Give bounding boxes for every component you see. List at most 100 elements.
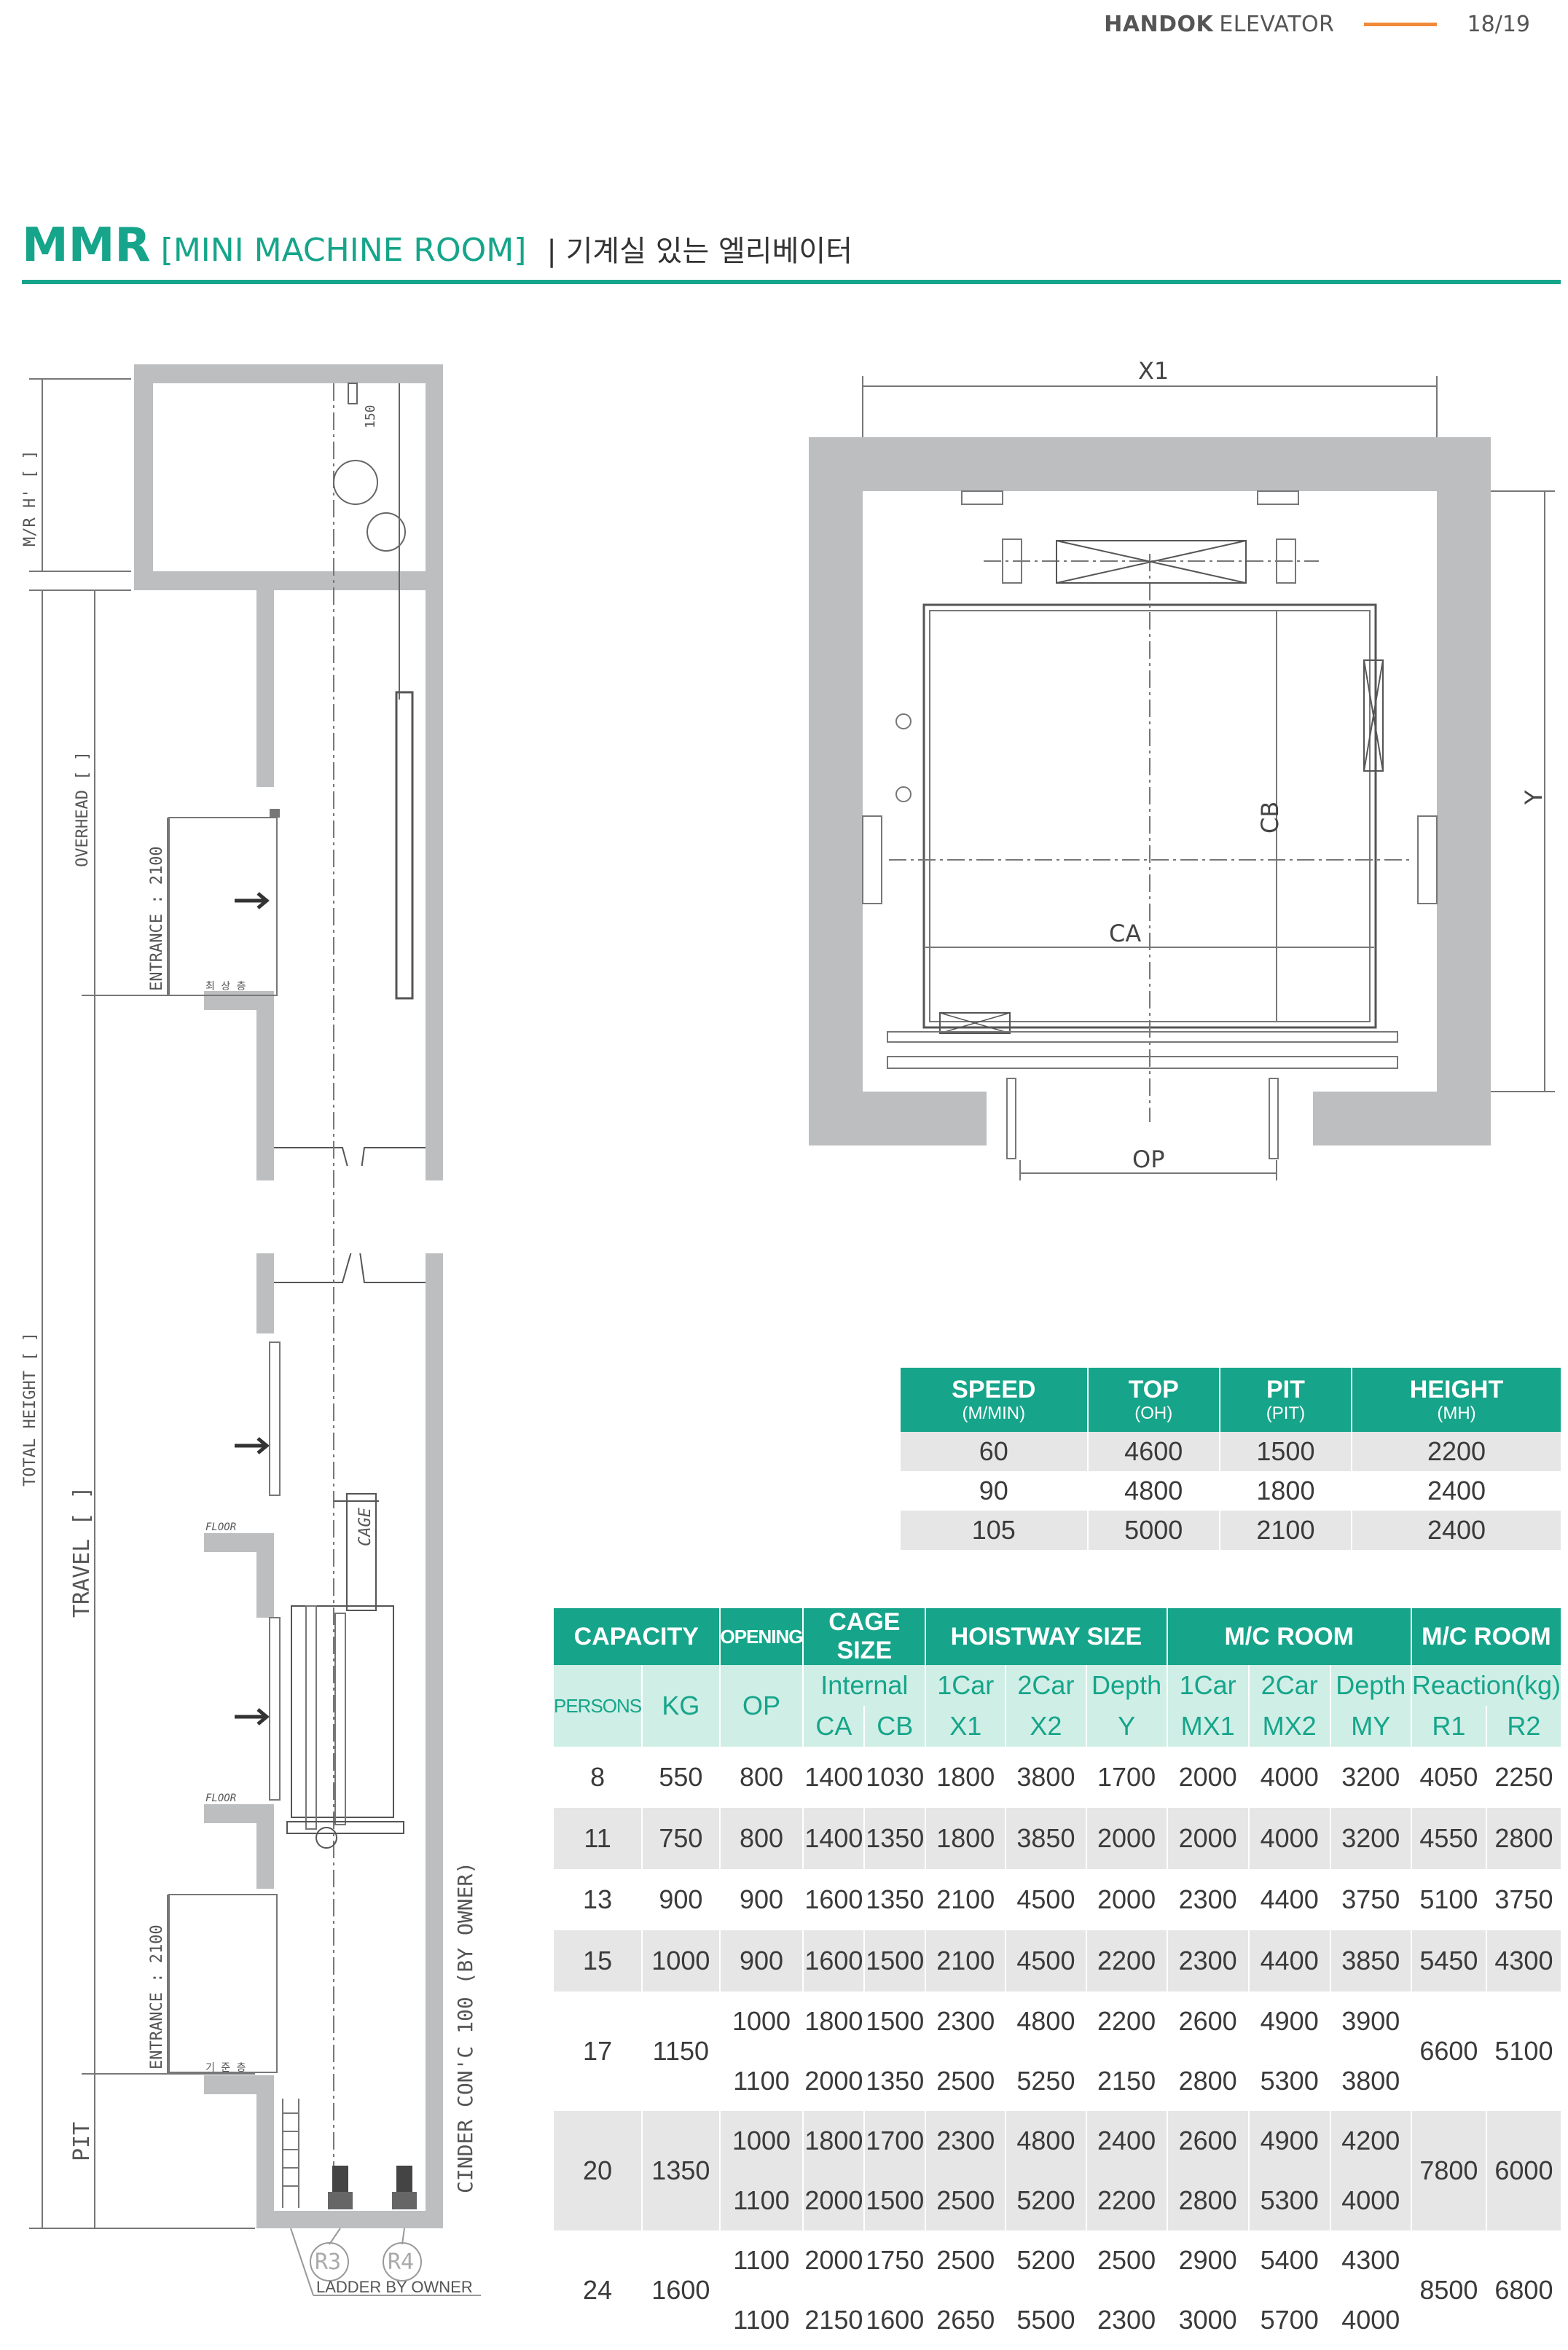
plan-drawing: X1 Y CB CA OP bbox=[809, 357, 1555, 1180]
table-cell: 4300 bbox=[1330, 2230, 1412, 2290]
opening-header: OPENING bbox=[719, 1608, 804, 1665]
section-drawing: M/R H' [ ] OVERHEAD [ ] TOTAL HEIGHT [ ]… bbox=[21, 364, 481, 2296]
table-cell: 1500 bbox=[864, 1930, 927, 1991]
table-cell: 1800 bbox=[925, 1747, 1007, 1808]
table-cell: 4500 bbox=[1006, 1930, 1087, 1991]
title-rule bbox=[22, 280, 1561, 284]
sub-header-my: MY bbox=[1330, 1706, 1412, 1747]
table-cell: 7800 bbox=[1411, 2111, 1487, 2230]
table-cell: 6600 bbox=[1411, 1991, 1487, 2111]
table-cell: 1750 bbox=[864, 2230, 927, 2290]
table-cell: 20 bbox=[554, 2111, 643, 2230]
table-cell: 5300 bbox=[1248, 2171, 1331, 2230]
table-cell: 3200 bbox=[1330, 1747, 1412, 1808]
table-cell: 2300 bbox=[1167, 1930, 1250, 1991]
table-cell: 1600 bbox=[642, 2230, 721, 2350]
table-cell: 1800 bbox=[803, 1991, 866, 2051]
table-cell: 4000 bbox=[1248, 1747, 1331, 1808]
table-cell: 1700 bbox=[864, 2111, 927, 2171]
table-cell: 2800 bbox=[1167, 2171, 1250, 2230]
table-cell: 5300 bbox=[1248, 2051, 1331, 2111]
title-main: MMR bbox=[22, 219, 151, 273]
table-cell: 2200 bbox=[1086, 2171, 1168, 2230]
base-floor-label: 기 준 층 bbox=[205, 2062, 246, 2074]
table-cell: 1350 bbox=[864, 1808, 927, 1869]
table-cell: 3000 bbox=[1167, 2290, 1250, 2350]
top-floor-label: 최 상 층 bbox=[205, 981, 246, 992]
y-label: Y bbox=[1520, 790, 1548, 805]
table-cell: 1350 bbox=[864, 2051, 927, 2111]
table-cell: 2300 bbox=[925, 2111, 1007, 2171]
total-height-label: TOTAL HEIGHT [ ] bbox=[21, 1332, 39, 1487]
sub-header-x2: X2 bbox=[1006, 1706, 1087, 1747]
table-cell: 4900 bbox=[1248, 2111, 1331, 2171]
table-cell: 1100 bbox=[719, 2230, 804, 2290]
table-cell: 2300 bbox=[925, 1991, 1007, 2051]
table-cell: 1400 bbox=[803, 1747, 866, 1808]
table-cell: 2900 bbox=[1167, 2230, 1250, 2290]
table-cell: 3900 bbox=[1330, 1991, 1412, 2051]
table-cell: 1000 bbox=[719, 2111, 804, 2171]
table-cell: 4200 bbox=[1330, 2111, 1412, 2171]
table-cell: 2150 bbox=[803, 2290, 866, 2350]
table-cell: 2250 bbox=[1486, 1747, 1563, 1808]
table-cell: 1800 bbox=[803, 2111, 866, 2171]
table-cell: 1100 bbox=[719, 2171, 804, 2230]
sub-header-y: Y bbox=[1086, 1706, 1168, 1747]
table-cell: 8500 bbox=[1411, 2230, 1487, 2350]
table-cell: 4400 bbox=[1248, 1869, 1331, 1930]
height-header: HEIGHT(MH) bbox=[1352, 1368, 1562, 1432]
table-cell: 5450 bbox=[1411, 1930, 1487, 1991]
table-cell: 2000 bbox=[1167, 1808, 1250, 1869]
cinder-label: CINDER CON'C 100 (BY OWNER) bbox=[453, 1862, 477, 2193]
sub-header-r2: R2 bbox=[1486, 1706, 1563, 1747]
table-cell: 4000 bbox=[1330, 2290, 1412, 2350]
cb-label: CB bbox=[1256, 802, 1284, 834]
table-cell: 5100 bbox=[1411, 1869, 1487, 1930]
r4-label: R4 bbox=[388, 2249, 414, 2275]
header-accent-line bbox=[1363, 23, 1437, 26]
sub-header-ca: CA bbox=[803, 1706, 866, 1747]
table-cell: 2300 bbox=[1167, 1869, 1250, 1930]
entrance-top-label: ENTRANCE : 2100 bbox=[148, 846, 166, 991]
table-cell: 4050 bbox=[1411, 1747, 1487, 1808]
table-cell: 2000 bbox=[1086, 1808, 1168, 1869]
table-cell: 5400 bbox=[1248, 2230, 1331, 2290]
title-sub: [MINI MACHINE ROOM] bbox=[160, 232, 527, 269]
table-cell: 4800 bbox=[1006, 1991, 1087, 2051]
mc-room-header: M/C ROOM bbox=[1167, 1608, 1412, 1665]
ca-label: CA bbox=[1109, 920, 1141, 947]
ladder-label: LADDER BY OWNER bbox=[316, 2278, 473, 2296]
table-row: 90 4800 1800 2400 bbox=[901, 1471, 1562, 1511]
mr-height-label: M/R H' [ ] bbox=[21, 450, 39, 547]
floor-label-1: FLOOR bbox=[205, 1521, 236, 1533]
table-cell: 5200 bbox=[1006, 2171, 1087, 2230]
table-cell: 4400 bbox=[1248, 1930, 1331, 1991]
table-cell: 1100 bbox=[719, 2290, 804, 2350]
floor-label-2: FLOOR bbox=[205, 1793, 236, 1804]
sub-header-mx2: MX2 bbox=[1248, 1706, 1331, 1747]
table-cell: 1800 bbox=[925, 1808, 1007, 1869]
table-cell: 550 bbox=[642, 1747, 721, 1808]
persons-header: PERSONS bbox=[554, 1665, 643, 1747]
table-cell: 24 bbox=[554, 2230, 643, 2350]
depth-header: Depth bbox=[1086, 1665, 1168, 1706]
table-cell: 1350 bbox=[642, 2111, 721, 2230]
internal-header: Internal bbox=[803, 1665, 927, 1706]
table-cell: 2150 bbox=[1086, 2051, 1168, 2111]
table-cell: 4900 bbox=[1248, 1991, 1331, 2051]
sub-header-mx1: MX1 bbox=[1167, 1706, 1250, 1747]
table-cell: 4800 bbox=[1006, 2111, 1087, 2171]
table-cell: 3750 bbox=[1486, 1869, 1563, 1930]
table-cell: 3800 bbox=[1330, 2051, 1412, 2111]
table-cell: 2500 bbox=[925, 2171, 1007, 2230]
pit-label: PIT bbox=[69, 2122, 95, 2161]
table-cell: 2800 bbox=[1167, 2051, 1250, 2111]
sub-header-x1: X1 bbox=[925, 1706, 1007, 1747]
